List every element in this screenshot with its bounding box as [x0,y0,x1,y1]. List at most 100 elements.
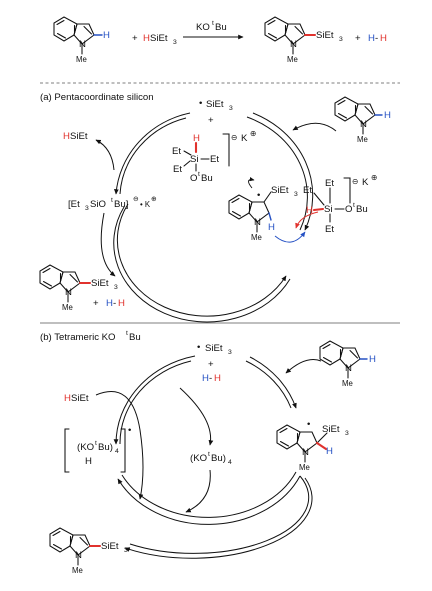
svg-text:H: H [85,456,92,467]
silylindole-product-structure [264,16,317,55]
indole-reactant-b [319,340,368,379]
adduct-b-methyl: Me [299,463,310,472]
adduct-a-silyl: SiEt [271,185,289,196]
hsiet-hydrogen-a: H [63,131,70,142]
electron-arrow-radical [248,177,255,189]
catalyst-t-superscript: t [212,20,214,27]
adduct-b-nitrogen: N [302,447,309,458]
svg-text:Et: Et [325,224,334,235]
plus-sign-2: + [355,33,361,44]
silicate-anion: H Et Si Et Et O t Bu ⊖ K ⊕ [172,129,257,184]
svg-text:Et: Et [172,146,181,157]
product-a-methyl: Me [62,303,73,312]
section-b-title: (b) Tetrameric KO [40,332,116,343]
product-silyl-group: SiEt [316,30,334,41]
indole-reactant-structure [53,16,103,55]
electron-arrow-blue [274,231,306,243]
product-a-h2-right: H [118,298,125,309]
section-b-title-t: t [126,330,128,337]
potassium-silanolate-intermediate: [Et 3 SiO t Bu] ⊖ • K ⊕ [68,196,157,212]
koTbu-tetramer: (KO t Bu) 4 [190,451,232,466]
silyl-radical-b-dot: • [197,342,200,353]
adduct-b-hydrogen: H [326,446,333,457]
section-a-title: (a) Pentacoordinate silicon [40,92,154,103]
section-a-pentacoordinate: (a) Pentacoordinate silicon • SiEt 3 + H… [39,92,391,323]
adduct-b-radical-dot: • [307,419,310,430]
svg-text:t: t [208,451,210,458]
svg-text:Bu: Bu [356,204,368,215]
svg-text:4: 4 [115,448,119,455]
svg-text:K: K [362,177,369,188]
indole-b-methyl: Me [342,379,353,388]
indole-c2-hydrogen: H [103,30,110,41]
catalyst-ko: KO [196,22,210,33]
indole-reactant-a [334,96,383,135]
silyl-radical-dot: • [199,98,202,109]
svg-text:t: t [111,197,113,204]
product-a-plus: + [93,298,99,309]
svg-text:Si: Si [190,154,199,165]
svg-text:H: H [193,133,200,144]
svg-text:4: 4 [228,459,232,466]
adduct-a-methyl: Me [251,233,262,242]
product-b-nitrogen: N [75,550,82,561]
koTbu-hydride-cluster: • (KO t Bu) 4 H [64,425,131,473]
cycle-a-arrows [95,112,337,323]
svg-text:t: t [95,440,97,447]
svg-text:Et: Et [325,178,334,189]
indole-methyl: Me [76,55,87,64]
h2-b-left: H [202,373,209,384]
svg-text:(KO: (KO [190,453,207,464]
svg-text:O: O [345,204,352,215]
hsiet-hydrogen-b: H [64,393,71,404]
svg-text:O: O [190,173,197,184]
silylindole-product-a [39,264,92,303]
svg-text:Bu): Bu) [211,453,226,464]
svg-text:Si: Si [324,204,333,215]
svg-text:Bu: Bu [201,173,213,184]
svg-text:⊕: ⊕ [371,173,378,182]
svg-text:K: K [241,133,248,144]
silyl-radical-b: SiEt [205,343,223,354]
svg-text:t: t [198,171,200,178]
svg-text:⊕: ⊕ [151,196,157,203]
svg-text:(KO: (KO [77,442,94,453]
product-methyl: Me [287,55,298,64]
h2-dash: - [375,33,378,44]
silylindole-product-b [49,527,102,566]
header-equation: H N Me + H SiEt 3 KO t Bu SiEt 3 N Me + … [53,16,387,64]
adduct-a-radical-dot: • [257,190,260,201]
svg-text:Et: Et [303,185,312,196]
silyl-radical-a: SiEt [206,99,224,110]
section-b-title-bu: Bu [129,332,141,343]
svg-text:Et: Et [173,164,182,175]
product-a-nitrogen: N [65,287,72,298]
plus-sign-1: + [132,33,138,44]
indole-a-methyl: Me [357,135,368,144]
silane-reagent: SiEt [150,33,168,44]
svg-text:H: H [306,205,313,216]
hsiet-label-b: SiEt [71,393,89,404]
h2-b-dash: - [209,373,212,384]
svg-text:⊕: ⊕ [250,129,257,138]
indole-nitrogen: N [79,39,86,50]
product-a-h2-left: H [106,298,113,309]
adduct-a-hydrogen: H [268,222,275,233]
svg-text:• K: • K [140,200,151,209]
cycle-b-arrows [95,355,322,559]
indole-b-hydrogen: H [369,354,376,365]
svg-text:⊖: ⊖ [133,196,139,203]
svg-text:Et: Et [210,154,219,165]
product-b-silyl: SiEt [101,541,119,552]
svg-text:⊖: ⊖ [231,133,238,142]
svg-text:3: 3 [85,205,89,212]
catalyst-bu: Bu [215,22,227,33]
svg-text:•: • [128,425,131,436]
product-a-silyl-subscript: 3 [114,284,118,291]
product-b-methyl: Me [72,566,83,575]
product-silyl-subscript: 3 [339,36,343,43]
indole-a-nitrogen: N [360,119,367,130]
svg-text:[Et: [Et [68,199,80,210]
svg-text:⊖: ⊖ [352,177,359,186]
